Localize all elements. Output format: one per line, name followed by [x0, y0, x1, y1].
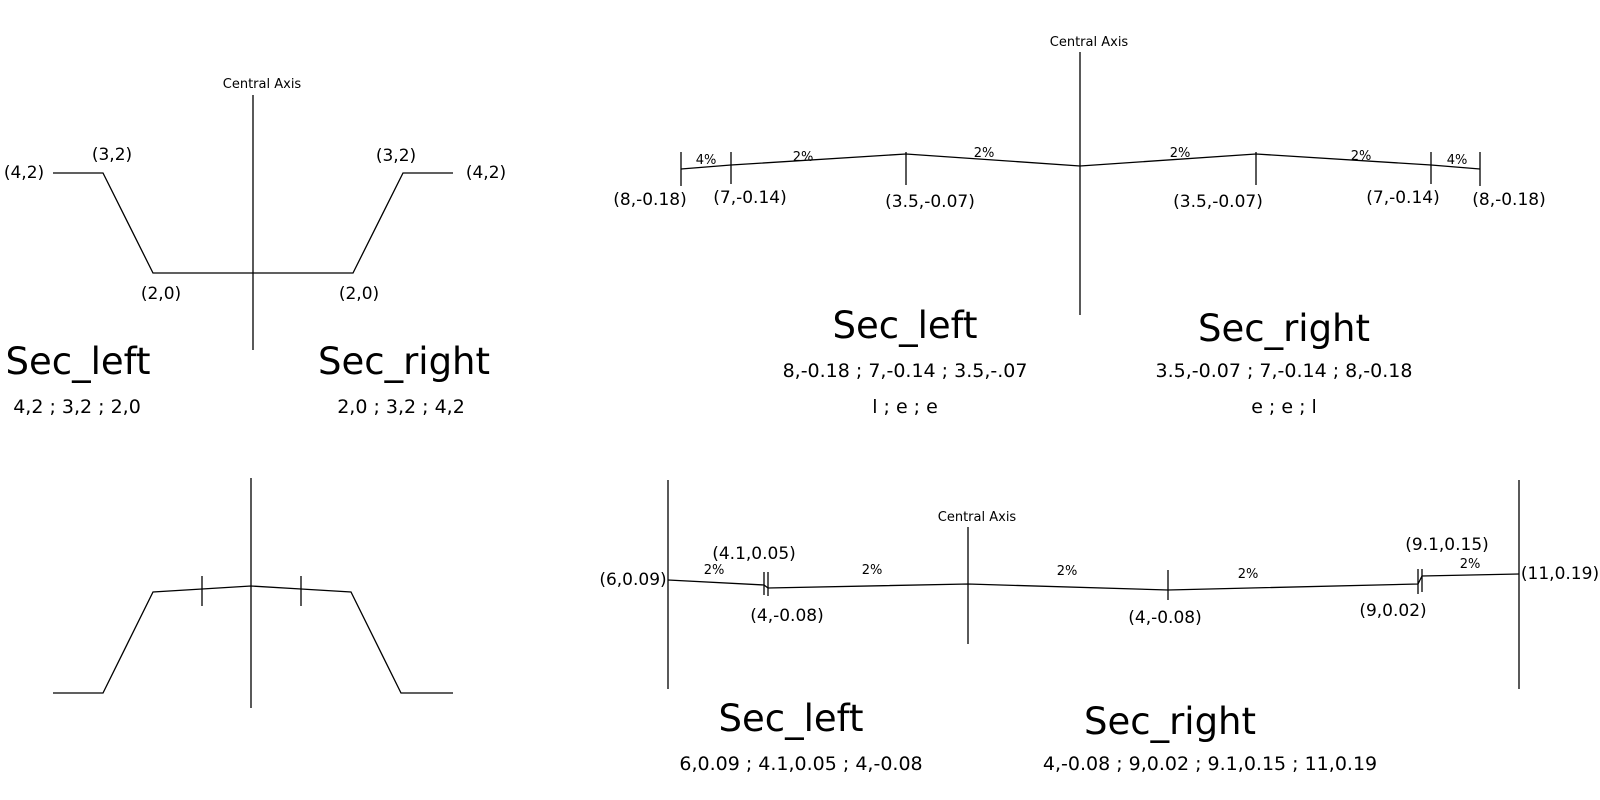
sec-left-title: Sec_left — [832, 304, 977, 347]
slope-label: 2% — [1460, 557, 1481, 572]
point-label: (9,0.02) — [1359, 601, 1426, 621]
point-label: (4,2) — [4, 163, 44, 183]
slope-label: 2% — [1057, 564, 1078, 579]
central-axis-label: Central Axis — [938, 510, 1017, 525]
diagram-3-embankment-section — [53, 478, 453, 708]
central-axis-label: Central Axis — [223, 77, 302, 92]
slope-label: 2% — [1170, 146, 1191, 161]
slope-label: 2% — [793, 150, 814, 165]
section-profile — [53, 585, 453, 694]
point-label: (4,2) — [466, 163, 506, 183]
sec-left-title: Sec_left — [718, 697, 863, 740]
point-label: (3,2) — [92, 145, 132, 165]
point-label: (4,-0.08) — [750, 606, 823, 626]
sec-right-title: Sec_right — [1084, 700, 1256, 743]
diagram-2-crowned-road: Central Axis 4% 2% 2% 2% 2% 4% (8,-0.18)… — [613, 35, 1545, 418]
slope-label: 2% — [1238, 567, 1259, 582]
point-label: (8,-0.18) — [1472, 190, 1545, 210]
point-label: (4,-0.08) — [1128, 608, 1201, 628]
point-label: (2,0) — [141, 284, 181, 304]
sec-left-types: l ; e ; e — [872, 396, 938, 418]
slope-label: 4% — [696, 153, 717, 168]
diagram-4-superelevated-road: Central Axis 2% 2% 2% 2% 2% (6,0.09) (4.… — [599, 480, 1599, 775]
sec-left-title: Sec_left — [5, 340, 150, 383]
diagram-1-ditch-section: Central Axis (4,2) (3,2) (3,2) (4,2) (2,… — [4, 77, 506, 418]
point-label: (11,0.19) — [1521, 564, 1599, 584]
sec-left-coords: 6,0.09 ; 4.1,0.05 ; 4,-0.08 — [679, 753, 922, 775]
sec-right-title: Sec_right — [1198, 307, 1370, 350]
point-label: (6,0.09) — [599, 570, 666, 590]
sec-right-coords: 2,0 ; 3,2 ; 4,2 — [337, 396, 465, 418]
point-label: (3.5,-0.07) — [1173, 192, 1263, 212]
point-label: (3.5,-0.07) — [885, 192, 975, 212]
slope-label: 2% — [704, 563, 725, 578]
sec-left-coords: 4,2 ; 3,2 ; 2,0 — [13, 396, 141, 418]
slope-label: 4% — [1447, 153, 1468, 168]
point-label: (7,-0.14) — [713, 188, 786, 208]
point-label: (3,2) — [376, 146, 416, 166]
slope-label: 2% — [1351, 149, 1372, 164]
sec-right-coords: 4,-0.08 ; 9,0.02 ; 9.1,0.15 ; 11,0.19 — [1043, 753, 1377, 775]
sec-left-coords: 8,-0.18 ; 7,-0.14 ; 3.5,-.07 — [783, 360, 1028, 382]
section-profile — [53, 172, 453, 274]
point-label: (4.1,0.05) — [712, 544, 796, 564]
road-surface-profile — [667, 573, 1520, 591]
slope-label: 2% — [862, 563, 883, 578]
point-label: (9.1,0.15) — [1405, 535, 1489, 555]
central-axis-label: Central Axis — [1050, 35, 1129, 50]
sec-right-title: Sec_right — [318, 340, 490, 383]
point-label: (7,-0.14) — [1366, 188, 1439, 208]
sec-right-coords: 3.5,-0.07 ; 7,-0.14 ; 8,-0.18 — [1156, 360, 1413, 382]
sec-right-types: e ; e ; l — [1251, 396, 1317, 418]
point-label: (8,-0.18) — [613, 190, 686, 210]
point-label: (2,0) — [339, 284, 379, 304]
slope-label: 2% — [974, 146, 995, 161]
